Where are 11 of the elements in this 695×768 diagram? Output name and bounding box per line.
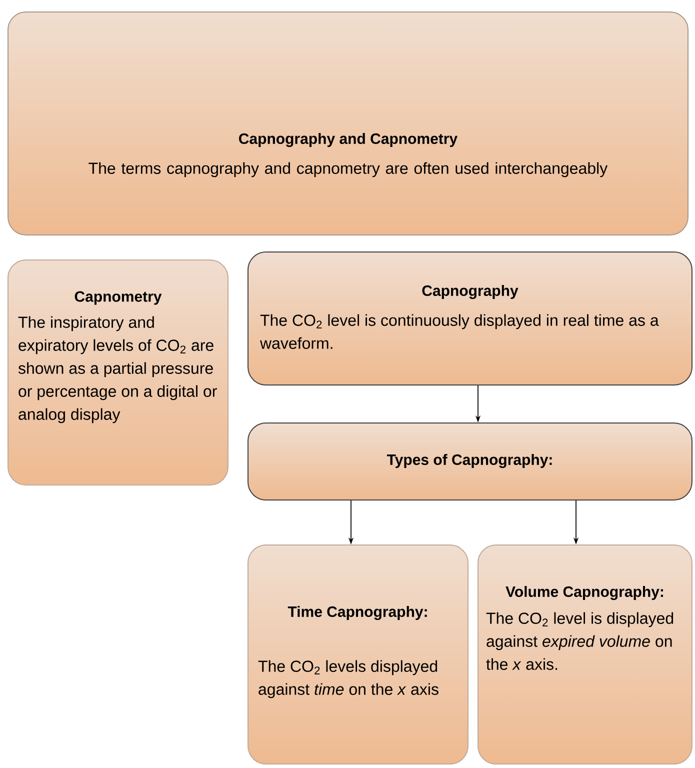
description: The inspiratory and expiratory levels of CO$_{2}$ are shown as a partial pressure or percentage on a digital or analog display — [18, 316, 217, 424]
heading: Volume Capnography: — [506, 586, 663, 600]
heading: Time Capnography: — [288, 606, 427, 620]
description: The CO$_{2}$ level is displayed against expired volume on the x axis. — [486, 612, 674, 670]
heading: Capnography — [422, 284, 518, 300]
description: The CO$_{2}$ levels displayed against time on the x axis — [258, 660, 438, 698]
heading: Types of Capnography: — [386, 454, 552, 468]
description: The terms capnography and capnometry are often used interchangeably — [88, 162, 608, 178]
heading: Capnometry — [74, 291, 162, 305]
description: The CO$_{2}$ level is continuously displayed in real time as a waveform. — [260, 314, 659, 349]
heading: Capnography and Capnometry — [239, 132, 458, 148]
